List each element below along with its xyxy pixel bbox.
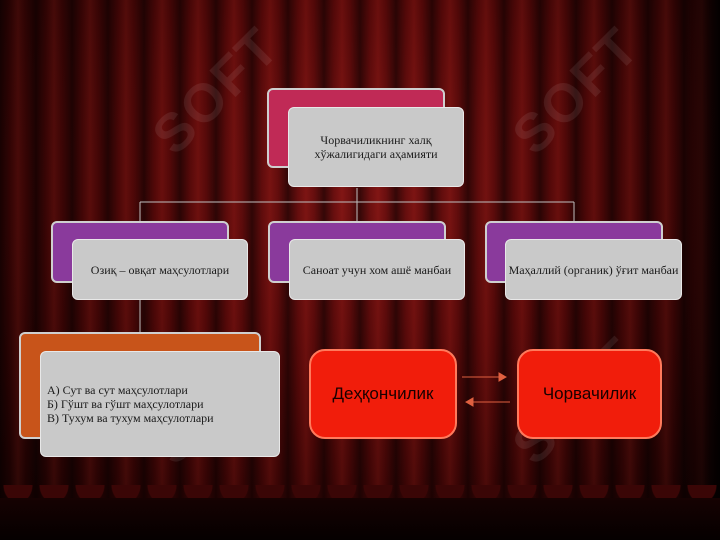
branch-fertilizer-box: Маҳаллий (органик) ўғит манбаи — [505, 239, 682, 300]
branch-food-label: Озиқ – овқат маҳсулотлари — [90, 262, 230, 277]
root-label: Чорвачиликнинг халқ хўжалигидаги аҳамият… — [314, 133, 438, 161]
list-item: Б) Гўшт ва гўшт маҳсулотлари — [47, 397, 204, 411]
root-box: Чорвачиликнинг халқ хўжалигидаги аҳамият… — [288, 107, 464, 187]
stage-floor — [0, 498, 720, 540]
products-list-box: А) Сут ва сут маҳсулотлари Б) Гўшт ва гў… — [40, 351, 280, 457]
branch-fertilizer-label: Маҳаллий (органик) ўғит манбаи — [508, 262, 679, 277]
agriculture-box: Деҳқончилик — [309, 349, 457, 439]
list-item: А) Сут ва сут маҳсулотлари — [47, 383, 188, 397]
livestock-label: Чорвачилик — [542, 384, 637, 403]
agriculture-label: Деҳқончилик — [332, 384, 434, 403]
branch-industry-label: Саноат учун хом ашё манбаи — [302, 262, 452, 277]
branch-industry-box: Саноат учун хом ашё манбаи — [289, 239, 465, 300]
livestock-box: Чорвачилик — [517, 349, 662, 439]
list-item: В) Тухум ва тухум маҳсулотлари — [47, 411, 214, 425]
branch-food-box: Озиқ – овқат маҳсулотлари — [72, 239, 248, 300]
curtain-shadow — [680, 0, 720, 540]
